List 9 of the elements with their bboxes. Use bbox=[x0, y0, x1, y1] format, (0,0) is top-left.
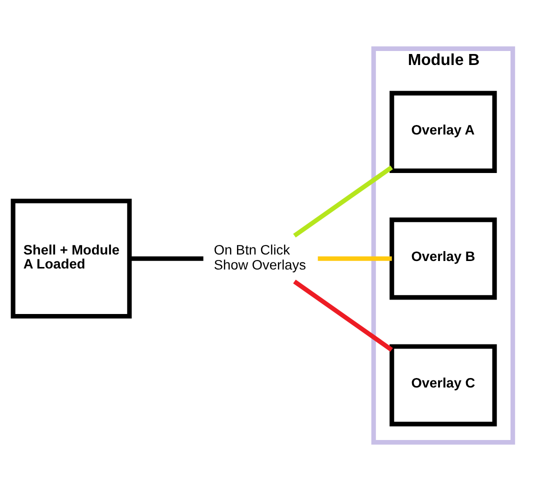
node-box: Shell + Module A Loaded bbox=[10, 198, 132, 318]
connector bbox=[130, 256, 204, 260]
connector bbox=[293, 165, 393, 238]
node-box: Overlay A bbox=[390, 90, 497, 173]
node-box: Overlay C bbox=[390, 344, 497, 426]
node-box: Overlay B bbox=[390, 217, 497, 300]
connector bbox=[293, 279, 393, 352]
node-text: On Btn Click Show Overlays bbox=[214, 242, 306, 272]
connector bbox=[318, 256, 392, 260]
